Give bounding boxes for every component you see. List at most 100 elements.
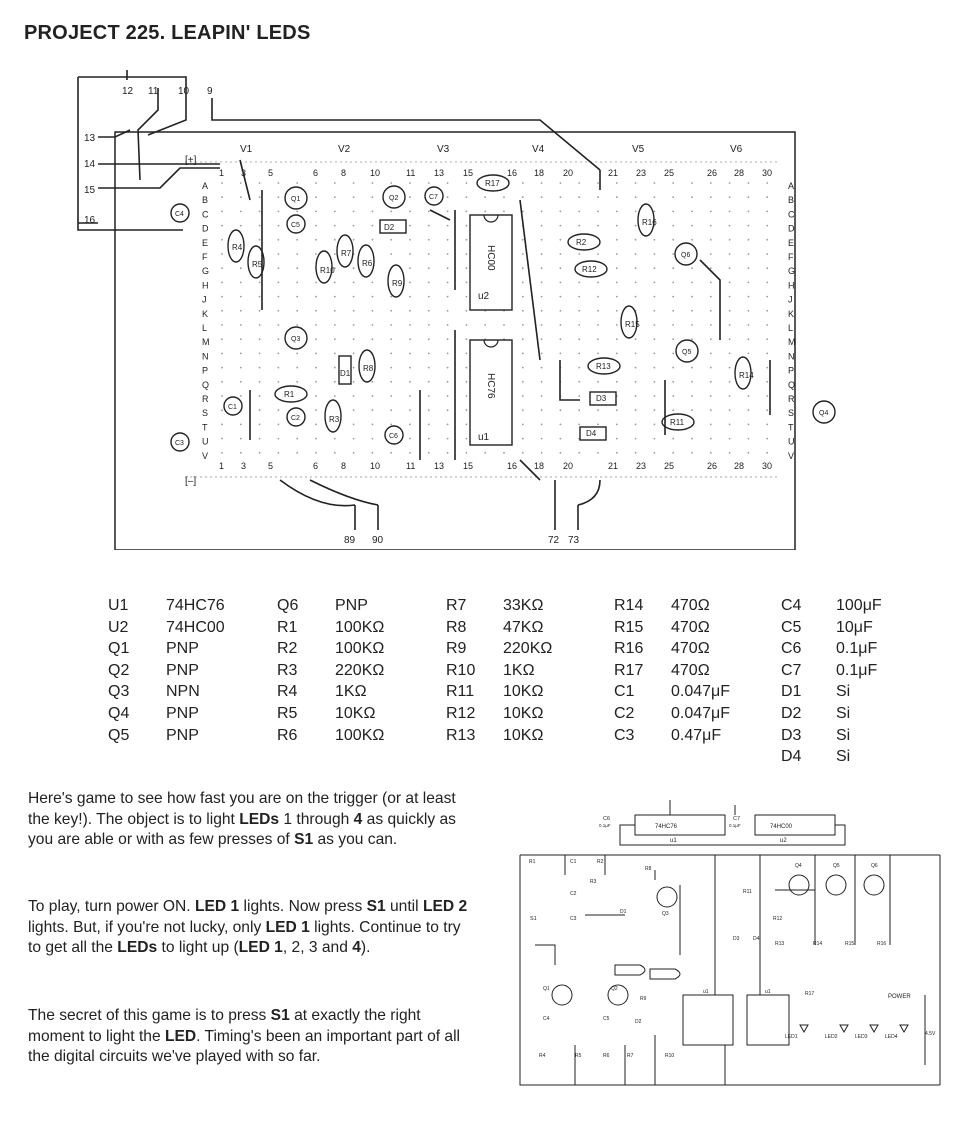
schem-cap-value: 0.1μF	[599, 823, 611, 828]
resistor-r6	[357, 244, 375, 278]
part-value: 220KΩ	[335, 661, 385, 679]
part-value: 74HC76	[166, 597, 225, 614]
column-number: 21	[608, 461, 618, 471]
cap-label: C1	[228, 404, 237, 411]
column-number: 5	[268, 168, 273, 178]
part-value: 10KΩ	[503, 705, 544, 722]
schem-power-label: POWER	[888, 994, 911, 1000]
schem-led-label: LED2	[825, 1034, 838, 1040]
ic-label: u2	[478, 291, 490, 302]
column-number: 18	[534, 168, 544, 178]
row-letter: S	[202, 408, 208, 418]
row-letter: E	[202, 238, 208, 248]
part-ref: C2	[614, 705, 635, 722]
part-ref: Q2	[108, 661, 130, 679]
column-number: 28	[734, 168, 744, 178]
transistor-label: Q3	[291, 336, 300, 343]
part-ref: R17	[614, 661, 644, 679]
schem-led-label: LED4	[885, 1034, 898, 1040]
column-number: 25	[664, 461, 674, 471]
row-letter: U	[788, 437, 795, 447]
schem-switch-label: S1	[530, 916, 537, 922]
transistor-q4	[812, 400, 836, 424]
part-value: Si	[836, 683, 851, 701]
board-components	[170, 174, 836, 452]
column-number: 8	[341, 461, 346, 471]
part-ref: C3	[614, 726, 635, 744]
diode-label: D4	[586, 429, 597, 438]
part-ref: D2	[781, 705, 802, 722]
resistor-label: R8	[363, 364, 374, 373]
row-letter: R	[202, 394, 209, 404]
cap-c3	[170, 432, 190, 452]
row-letter: A	[788, 181, 794, 191]
bottom-terminal-label: 72	[548, 535, 560, 546]
schem-component-label: D2	[635, 1019, 642, 1025]
rail-label: V1	[240, 144, 253, 155]
cap-label: C3	[175, 440, 184, 447]
row-letter: U	[202, 437, 209, 447]
cap-label: C5	[291, 222, 300, 229]
transistor-q3	[284, 326, 308, 350]
part-value: 10KΩ	[335, 705, 376, 722]
part-value: 1KΩ	[503, 661, 535, 679]
page-title: PROJECT 225. LEAPIN' LEDS	[24, 22, 311, 44]
column-number: 8	[341, 168, 346, 178]
part-value: PNP	[166, 726, 199, 744]
part-ref: C4	[781, 597, 802, 614]
part-ref: R14	[614, 597, 644, 614]
schem-cap-label: C7	[733, 816, 740, 822]
schem-component-label: Q5	[833, 863, 840, 869]
schem-component-label: R10	[665, 1053, 674, 1059]
part-ref: U2	[108, 618, 129, 636]
bottom-terminal-label: 89	[344, 535, 356, 546]
row-letter: T	[788, 422, 794, 432]
diode-d4	[579, 426, 607, 441]
top-terminal-label: 11	[148, 86, 159, 97]
row-letter: M	[202, 337, 210, 347]
column-number: 13	[434, 168, 444, 178]
part-value: 100μF	[836, 597, 882, 614]
schem-component-label: Q1	[543, 986, 550, 992]
rail-label: V6	[730, 144, 743, 155]
transistor-q1	[284, 186, 308, 210]
part-ref: R3	[277, 661, 298, 679]
row-letter: F	[202, 252, 208, 262]
part-value: 470Ω	[671, 640, 710, 658]
cap-c5	[286, 214, 306, 234]
resistor-label: R9	[392, 279, 403, 288]
row-letter: G	[202, 266, 209, 276]
column-number: 30	[762, 461, 772, 471]
row-letter: T	[202, 422, 208, 432]
row-letter: D	[788, 224, 795, 234]
resistor-label: R6	[362, 259, 373, 268]
cap-c2	[286, 407, 306, 427]
part-value: 74HC00	[166, 618, 225, 636]
resistor-r10	[315, 250, 333, 284]
part-ref: R13	[446, 726, 476, 744]
row-letter: V	[202, 451, 208, 461]
transistor-q5	[675, 339, 699, 363]
schem-component-label: R5	[575, 1053, 582, 1059]
board-wires	[239, 159, 771, 481]
schem-component-label: R11	[743, 889, 752, 895]
schematic-svg: 74HC76u174HC00u2C60.1μFC70.1μFPOWER4.5VS…	[519, 800, 941, 1086]
part-ref: R5	[277, 705, 298, 722]
schem-component-label: C3	[570, 916, 577, 922]
row-letter: H	[202, 280, 209, 290]
part-ref: Q3	[108, 683, 130, 701]
part-ref: Q5	[108, 726, 130, 744]
resistor-r1	[274, 385, 308, 403]
resistor-label: R12	[582, 265, 597, 274]
part-value: 0.1μF	[836, 661, 878, 679]
cap-label: C2	[291, 415, 300, 422]
schem-ic-name: 74HC76	[655, 824, 678, 830]
resistor-r2	[567, 233, 601, 251]
schem-battery-label: 4.5V	[925, 1031, 936, 1037]
row-letter: V	[788, 451, 794, 461]
column-number: 11	[406, 461, 415, 471]
row-letter: J	[788, 295, 793, 305]
resistor-r12	[574, 260, 608, 278]
